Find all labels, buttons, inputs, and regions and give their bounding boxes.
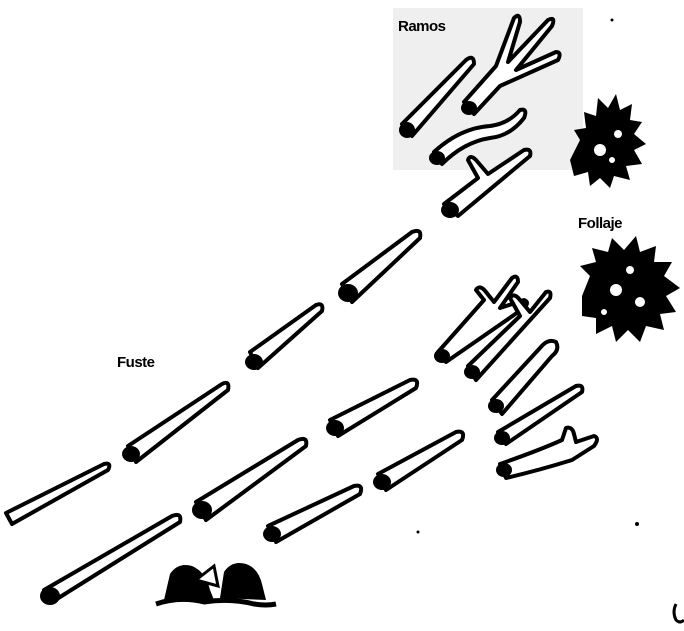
log-icon	[6, 464, 109, 524]
fuste-label: Fuste	[117, 354, 155, 371]
log-icon	[338, 231, 420, 302]
log-icon	[263, 486, 361, 542]
log-icon	[245, 304, 322, 370]
log-icon	[373, 432, 463, 490]
log-icon	[326, 380, 417, 436]
ramos-label: Ramos	[398, 18, 446, 35]
speck	[635, 522, 639, 526]
log-icon	[40, 515, 180, 605]
foliage-icon	[580, 236, 680, 342]
follaje-label: Follaje	[578, 215, 622, 232]
log-icon	[192, 439, 306, 520]
edge-mark	[674, 604, 684, 622]
log-icon	[122, 383, 228, 462]
speck	[417, 531, 420, 534]
stump-icon	[156, 563, 276, 605]
speck	[611, 19, 614, 22]
branch-icon	[434, 277, 527, 363]
